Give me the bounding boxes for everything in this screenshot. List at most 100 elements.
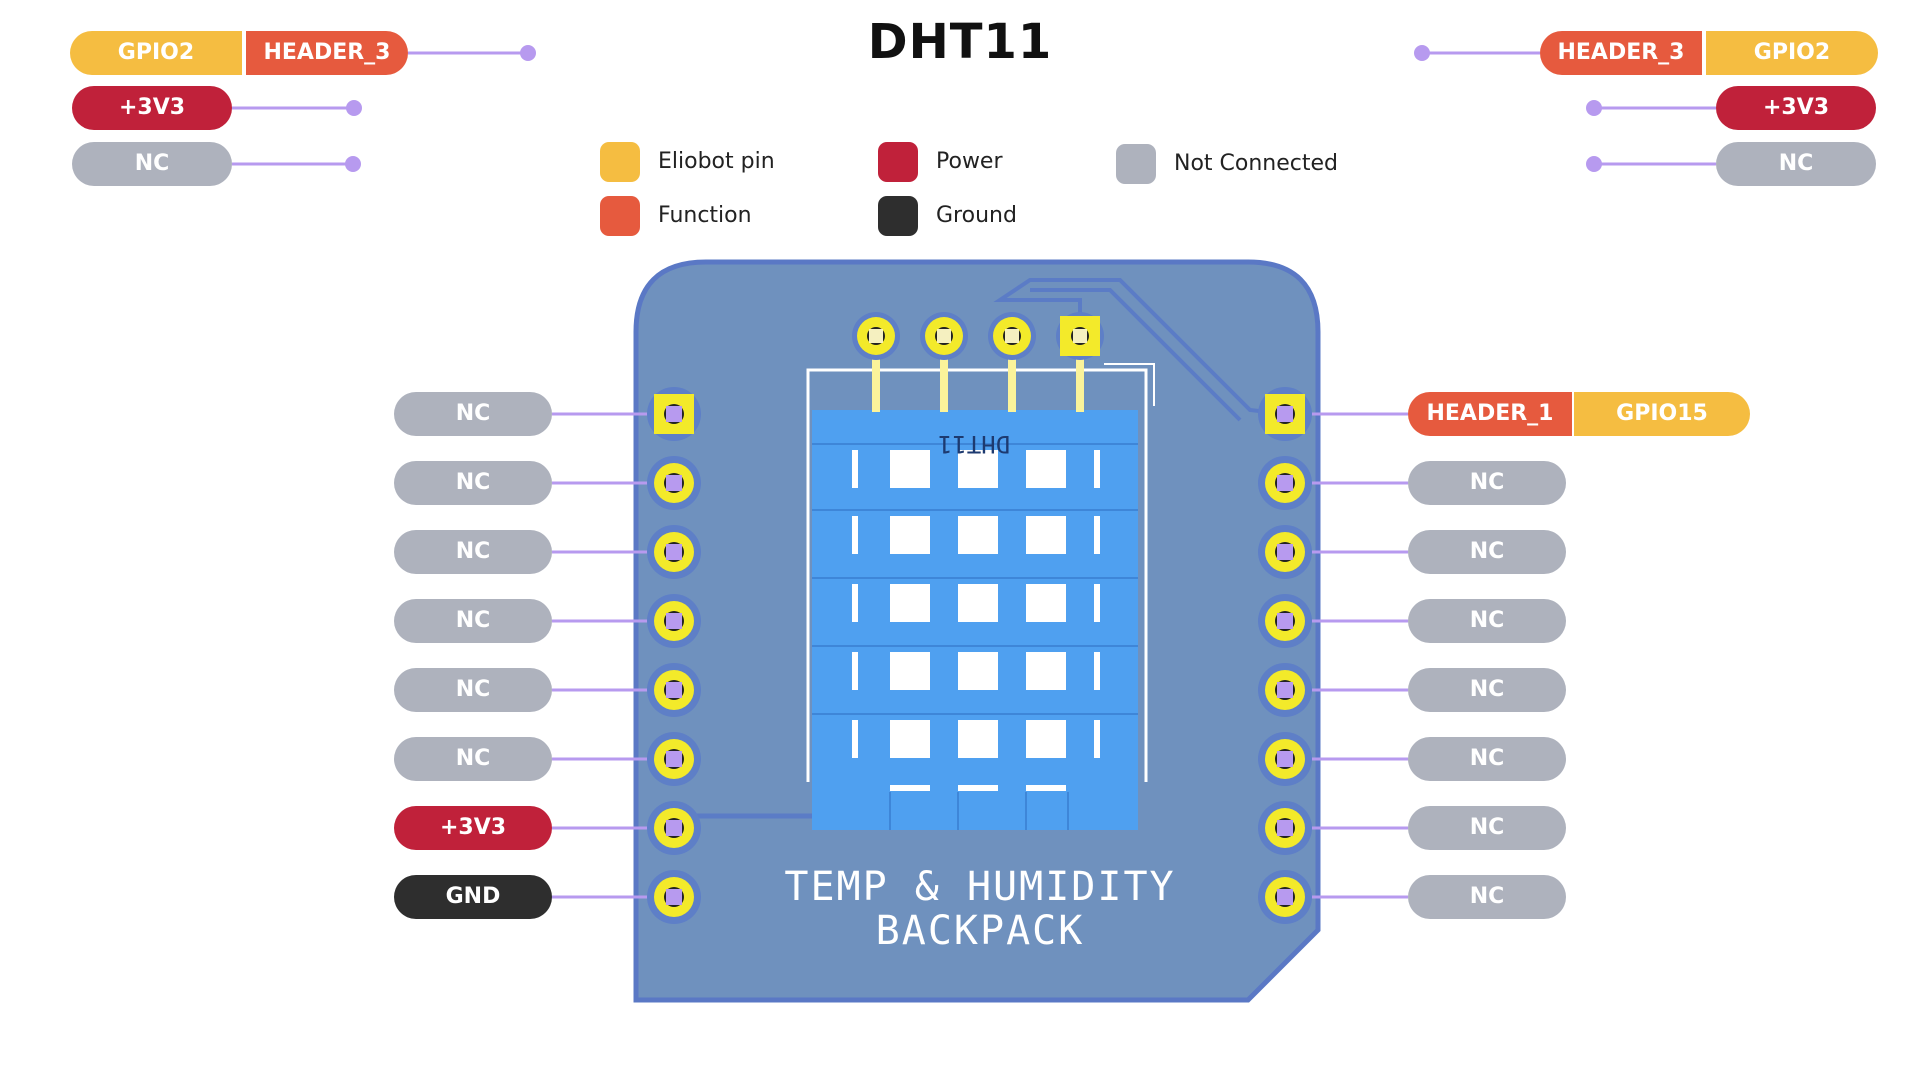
pad-ring — [647, 525, 701, 579]
pad-hole — [664, 404, 684, 424]
round-pad — [1265, 532, 1305, 572]
pad-ring — [647, 663, 701, 717]
pad-ring — [1258, 732, 1312, 786]
grille-edge-slot — [1094, 584, 1100, 622]
legend-label: Power — [936, 149, 1003, 174]
pin-label-left: NC — [394, 392, 552, 436]
leg-core — [1005, 329, 1019, 343]
sensor-grid — [812, 443, 1138, 830]
top-right-label: +3V3 — [1716, 86, 1876, 130]
legend-label: Ground — [936, 203, 1017, 228]
pad-ring — [1258, 870, 1312, 924]
grille-slot — [1026, 516, 1066, 554]
pin-label-left: NC — [394, 668, 552, 712]
grille-edge-slot — [852, 720, 858, 758]
pin-label-right: NC — [1408, 599, 1566, 643]
silkscreen-line-1: TEMP & HUMIDITY — [784, 864, 1175, 910]
grille-slot — [890, 720, 930, 758]
pin-label-left: NC — [394, 599, 552, 643]
grille-slot — [1026, 720, 1066, 758]
top-left-gpio: GPIO2 — [70, 31, 242, 75]
grille-edge-slot — [1094, 720, 1100, 758]
leg-hole — [1071, 327, 1089, 345]
pad-hole — [1275, 680, 1295, 700]
dht11-sensor-body — [812, 410, 1138, 830]
pad-hole — [1275, 887, 1295, 907]
leg-hole — [1003, 327, 1021, 345]
grille-slot — [958, 516, 998, 554]
pad-marker — [1277, 406, 1293, 422]
sensor-legs — [852, 312, 1104, 412]
pad-hole — [664, 887, 684, 907]
pad-ring — [647, 732, 701, 786]
leg-pad-ring — [1056, 312, 1104, 360]
leg-square-pad — [1060, 316, 1100, 356]
pad-ring — [1258, 387, 1312, 441]
pad-hole — [1275, 749, 1295, 769]
legend-swatch — [600, 196, 640, 236]
trace-3v3 — [670, 813, 820, 826]
top-left-function: HEADER_3 — [246, 31, 408, 75]
grille-edge-slot — [852, 584, 858, 622]
silkscreen-sensor-name: DHT11 — [938, 430, 1010, 458]
round-pad — [1265, 739, 1305, 779]
grille-slot — [890, 516, 930, 554]
square-pad — [1265, 394, 1305, 434]
pad-marker — [1277, 544, 1293, 560]
pin-label-right: NC — [1408, 875, 1566, 919]
pad-marker — [1277, 820, 1293, 836]
pin-label-right: NC — [1408, 806, 1566, 850]
grille-slot — [1026, 450, 1066, 488]
leg-round-pad — [993, 317, 1031, 355]
legend-label: Eliobot pin — [658, 149, 775, 174]
leg-hole — [935, 327, 953, 345]
grille-edge-slot — [1094, 450, 1100, 488]
pad-ring — [647, 594, 701, 648]
sensor-outline-inner — [1104, 363, 1155, 406]
grille-slot — [1026, 584, 1066, 622]
pad-ring — [647, 801, 701, 855]
leg-round-pad — [857, 317, 895, 355]
grille-slot — [958, 584, 998, 622]
pin-label-right: NC — [1408, 461, 1566, 505]
pad-marker — [666, 820, 682, 836]
pad-hole — [664, 473, 684, 493]
grille-slot — [958, 720, 998, 758]
pin-label-right: NC — [1408, 737, 1566, 781]
diagram-title: DHT11 — [867, 14, 1053, 70]
round-pad — [1265, 877, 1305, 917]
grille-edge-slot — [852, 450, 858, 488]
pin-label-left: NC — [394, 530, 552, 574]
round-pad — [1265, 670, 1305, 710]
pad-hole — [1275, 542, 1295, 562]
leg-core — [1073, 329, 1087, 343]
pad-hole — [1275, 404, 1295, 424]
round-pad — [654, 739, 694, 779]
pad-ring — [647, 456, 701, 510]
top-left-label: +3V3 — [72, 86, 232, 130]
pad-marker — [666, 406, 682, 422]
leg-hole — [867, 327, 885, 345]
pad-ring — [647, 870, 701, 924]
legend-swatch — [600, 142, 640, 182]
silkscreen-line-2: BACKPACK — [876, 908, 1085, 954]
pcb-board — [633, 259, 1321, 1003]
top-right-label: NC — [1716, 142, 1876, 186]
round-pad — [654, 808, 694, 848]
round-pad — [1265, 601, 1305, 641]
top-right-gpio: GPIO2 — [1706, 31, 1878, 75]
pad-ring — [1258, 456, 1312, 510]
pad-hole — [1275, 611, 1295, 631]
leg-core — [937, 329, 951, 343]
grille-slot — [1026, 652, 1066, 690]
pad-ring — [647, 387, 701, 441]
pad-ring — [1258, 525, 1312, 579]
top-left-wire-dot — [345, 156, 361, 172]
grille-slot — [890, 450, 930, 488]
pin-label-left: GND — [394, 875, 552, 919]
pad-marker — [666, 889, 682, 905]
square-pad — [654, 394, 694, 434]
pad-hole — [664, 680, 684, 700]
grille-bottom-slot — [890, 785, 930, 791]
